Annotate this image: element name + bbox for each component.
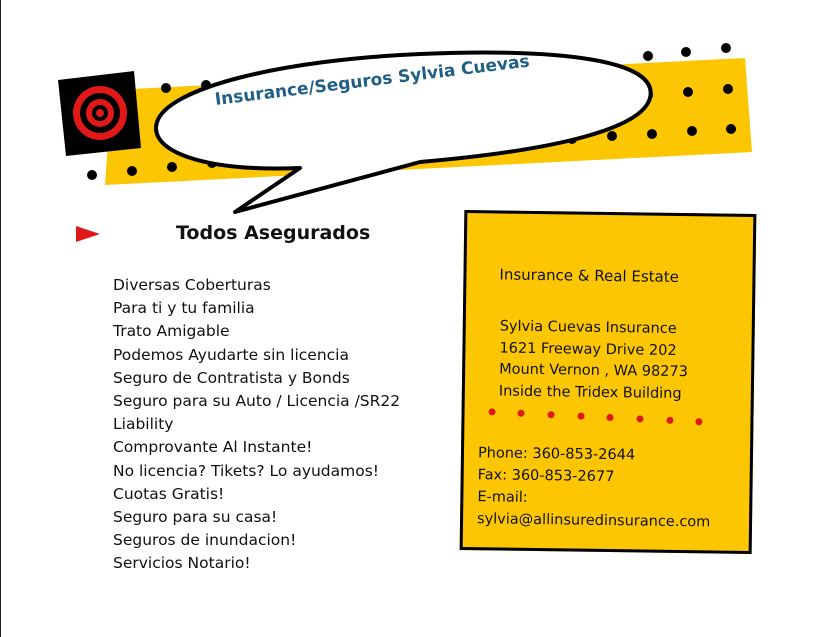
fax-number: Fax: 360-853-2677 bbox=[477, 467, 615, 486]
tagline-heading: Todos Asegurados bbox=[176, 222, 371, 244]
service-item: Seguros de inundacion! bbox=[113, 531, 297, 550]
service-item: Liability bbox=[113, 415, 174, 434]
services-list: Diversas Coberturas Para ti y tu familia… bbox=[113, 274, 400, 576]
service-item: Seguro para su casa! bbox=[113, 508, 278, 527]
company-name: Sylvia Cuevas Insurance bbox=[499, 318, 677, 337]
speech-bubble bbox=[154, 50, 653, 214]
card-tagline: Insurance & Real Estate bbox=[499, 265, 680, 286]
contact-card: Insurance & Real Estate Sylvia Cuevas In… bbox=[459, 209, 757, 555]
contact-block: Phone: 360-853-2644 Fax: 360-853-2677 E-… bbox=[477, 442, 712, 533]
city-state-zip: Mount Vernon , WA 98273 bbox=[499, 361, 689, 381]
building-note: Inside the Tridex Building bbox=[498, 382, 682, 402]
email-label: E-mail: bbox=[477, 489, 528, 506]
arrow-right-icon bbox=[76, 226, 100, 242]
service-item: Diversas Coberturas bbox=[113, 276, 271, 294]
service-item: Trato Amigable bbox=[113, 322, 230, 341]
service-item: Para ti y tu familia bbox=[113, 299, 255, 318]
phone-number: Phone: 360-853-2644 bbox=[477, 445, 636, 464]
address-block: Sylvia Cuevas Insurance 1621 Freeway Dri… bbox=[499, 316, 689, 405]
service-item: Seguro de Contratista y Bonds bbox=[113, 368, 350, 387]
page-border bbox=[0, 0, 1, 637]
service-item: Comprovante Al Instante! bbox=[113, 438, 313, 457]
target-icon bbox=[58, 71, 141, 156]
banner-graphic bbox=[58, 43, 752, 214]
divider-dots bbox=[484, 408, 714, 426]
email-link[interactable]: sylvia@allinsuredinsurance.com bbox=[476, 511, 711, 531]
street-address: 1621 Freeway Drive 202 bbox=[499, 339, 677, 359]
service-item: Podemos Ayudarte sin licencia bbox=[113, 345, 349, 364]
service-item: Servicios Notario! bbox=[113, 554, 251, 573]
service-item: Seguro para su Auto / Licencia /SR22 bbox=[113, 392, 401, 411]
service-item: Cuotas Gratis! bbox=[113, 484, 225, 503]
service-item: No licencia? Tikets? Lo ayudamos! bbox=[113, 461, 380, 480]
